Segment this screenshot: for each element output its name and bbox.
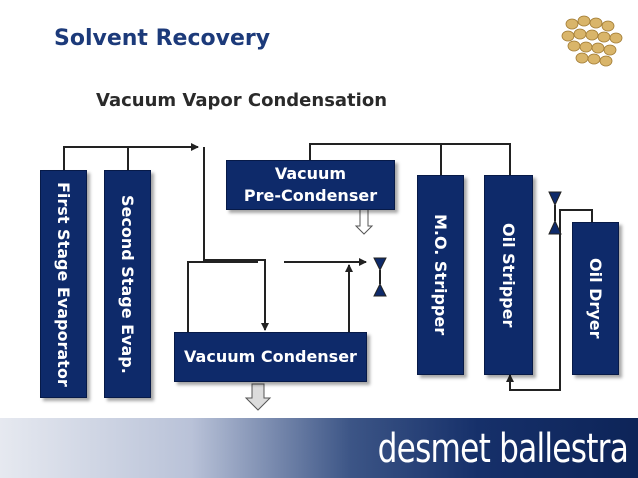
ejector-valve-icon-2: [548, 191, 562, 235]
pre-condenser-outlet-arrow-icon: [354, 207, 374, 235]
condenser-outlet-arrow-icon: [244, 383, 272, 411]
oil-stripper-label: Oil Stripper: [499, 222, 518, 328]
mo-stripper-label: M.O. Stripper: [431, 214, 450, 336]
vapor-line-first-stage: [63, 143, 199, 170]
first-stage-evaporator: First Stage Evaporator: [40, 170, 87, 398]
footer-band: [0, 418, 638, 478]
vacuum-pre-condenser-label-2: Pre-Condenser: [243, 186, 378, 205]
second-stage-evaporator: Second Stage Evap.: [104, 170, 151, 398]
mo-stripper: M.O. Stripper: [417, 175, 464, 375]
line-oil-dryer-to-stripper: [506, 209, 593, 391]
second-stage-evap-label: Second Stage Evap.: [118, 194, 137, 374]
oil-dryer-label: Oil Dryer: [586, 258, 605, 339]
line-to-vacuum-condenser: [203, 147, 269, 331]
slide-title: Solvent Recovery: [54, 26, 271, 51]
vacuum-pre-condenser-label-1: Vacuum: [274, 164, 347, 183]
first-stage-evaporator-label: First Stage Evaporator: [54, 181, 73, 387]
vacuum-condenser-label: Vacuum Condenser: [184, 347, 357, 366]
oil-stripper: Oil Stripper: [484, 175, 533, 375]
line-condenser-left: [187, 261, 258, 332]
vacuum-condenser: Vacuum Condenser: [174, 332, 367, 382]
vapor-line-strippers: [309, 143, 511, 175]
ejector-valve-icon: [373, 257, 387, 297]
diagram-subtitle: Vacuum Vapor Condensation: [96, 90, 388, 111]
brand-logo-text: desmet ballestra: [377, 426, 629, 472]
vacuum-pre-condenser: Vacuum Pre-Condenser: [226, 160, 395, 210]
soybeans-logo-image: [561, 15, 623, 67]
oil-dryer: Oil Dryer: [572, 222, 619, 375]
